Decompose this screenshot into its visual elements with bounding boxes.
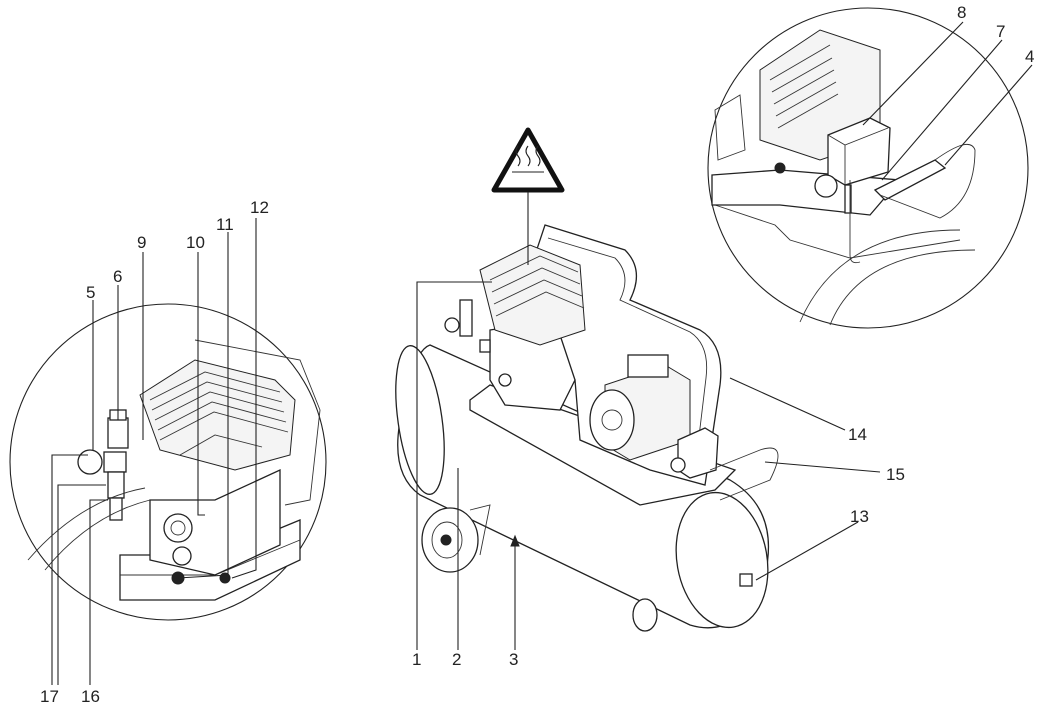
callout-17: 17 <box>40 687 59 706</box>
callout-11: 11 <box>216 215 234 234</box>
callout-labels: 5 6 9 10 11 12 17 16 1 2 3 14 15 13 8 7 … <box>40 3 1034 706</box>
callout-8: 8 <box>957 3 966 22</box>
compressor-main-view <box>395 224 779 632</box>
callout-2: 2 <box>452 650 461 669</box>
hot-surface-warning-icon <box>491 127 565 265</box>
callout-9: 9 <box>137 233 146 252</box>
pump-detail-view <box>9 303 327 621</box>
switch-detail-view <box>707 7 1029 329</box>
callout-1: 1 <box>412 650 421 669</box>
callout-5: 5 <box>86 283 95 302</box>
callout-14: 14 <box>848 425 867 444</box>
callout-13: 13 <box>850 507 869 526</box>
callout-4: 4 <box>1025 47 1034 66</box>
callout-10: 10 <box>186 233 205 252</box>
callout-12: 12 <box>250 198 269 217</box>
leader-lines <box>51 21 1033 685</box>
callout-6: 6 <box>113 267 122 286</box>
callout-7: 7 <box>996 22 1005 41</box>
callout-15: 15 <box>886 465 905 484</box>
callout-16: 16 <box>81 687 100 706</box>
callout-3: 3 <box>509 650 518 669</box>
